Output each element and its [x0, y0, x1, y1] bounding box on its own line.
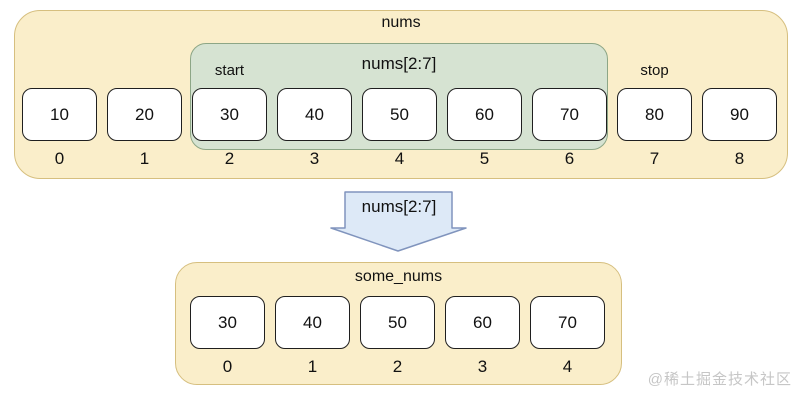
cell-value-box: 60: [447, 88, 522, 141]
nums-array-title: nums: [381, 14, 421, 31]
cell-index-label: 1: [139, 149, 150, 168]
cell-index-label: 2: [392, 357, 403, 376]
array-cell: 10 0: [22, 88, 97, 169]
cell-value-box: 50: [362, 88, 437, 141]
array-cell: 90 8: [702, 88, 777, 169]
array-cell: 70 6: [532, 88, 607, 169]
cell-value-box: 30: [192, 88, 267, 141]
cell-index-label: 4: [394, 149, 405, 168]
array-cell: 80 7: [617, 88, 692, 169]
array-cell: 30 0: [190, 296, 265, 377]
cell-value-box: 60: [445, 296, 520, 349]
cell-value-box: 20: [107, 88, 182, 141]
array-cell: 40 1: [275, 296, 350, 377]
watermark: @稀土掘金技术社区: [647, 371, 792, 388]
cell-index-label: 1: [307, 357, 318, 376]
array-cell: 40 3: [277, 88, 352, 169]
cell-value-box: 70: [532, 88, 607, 141]
array-cell: 30 2: [192, 88, 267, 169]
cell-index-label: 5: [479, 149, 490, 168]
slice-label: nums[2:7]: [361, 54, 437, 73]
array-cell: 70 4: [530, 296, 605, 377]
nums-cells-row: 10 0 20 1 30 2 40 3 50 4 60 5 70 6 80 7: [22, 88, 777, 169]
array-cell: 50 4: [362, 88, 437, 169]
cell-index-label: 4: [562, 357, 573, 376]
slice-stop-label: stop: [640, 62, 669, 79]
array-cell: 20 1: [107, 88, 182, 169]
cell-index-label: 0: [54, 149, 65, 168]
cell-value-box: 80: [617, 88, 692, 141]
cell-index-label: 3: [477, 357, 488, 376]
cell-value-box: 40: [277, 88, 352, 141]
cell-value-box: 40: [275, 296, 350, 349]
cell-value-box: 10: [22, 88, 97, 141]
cell-value-box: 90: [702, 88, 777, 141]
cell-index-label: 6: [564, 149, 575, 168]
array-cell: 60 3: [445, 296, 520, 377]
some-nums-array-title: some_nums: [354, 268, 443, 285]
arrow-slice-label: nums[2:7]: [361, 197, 437, 216]
cell-index-label: 3: [309, 149, 320, 168]
down-arrow-icon: [328, 190, 470, 254]
cell-index-label: 8: [734, 149, 745, 168]
cell-index-label: 0: [222, 357, 233, 376]
cell-value-box: 30: [190, 296, 265, 349]
cell-value-box: 50: [360, 296, 435, 349]
some-nums-cells-row: 30 0 40 1 50 2 60 3 70 4: [190, 296, 605, 377]
cell-index-label: 7: [649, 149, 660, 168]
array-cell: 50 2: [360, 296, 435, 377]
cell-value-box: 70: [530, 296, 605, 349]
slice-start-label: start: [214, 62, 245, 79]
array-cell: 60 5: [447, 88, 522, 169]
cell-index-label: 2: [224, 149, 235, 168]
